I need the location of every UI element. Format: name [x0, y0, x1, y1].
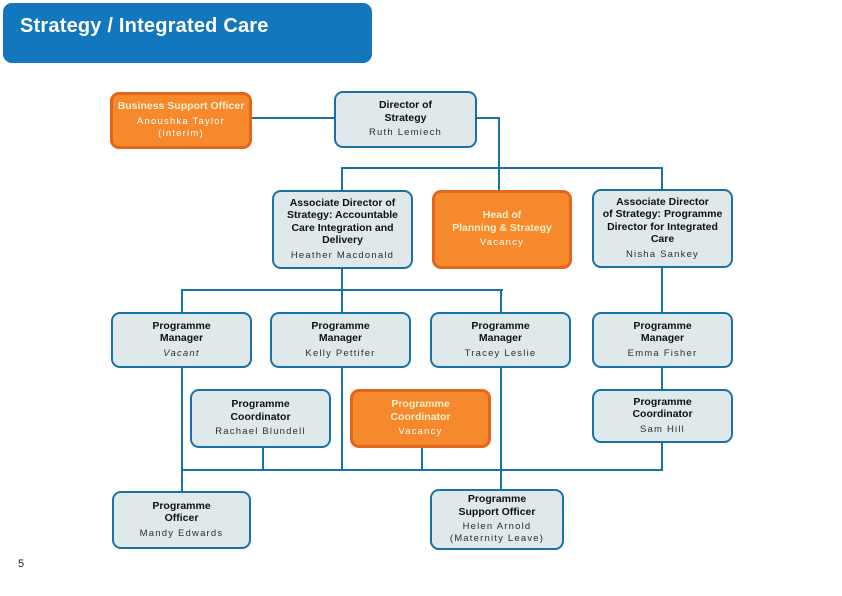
- org-node-programme-officer: Programme Officer Mandy Edwards: [112, 491, 251, 549]
- org-node-programme-coordinator-blundell: Programme Coordinator Rachael Blundell: [190, 389, 331, 448]
- node-person: Nisha Sankey: [625, 248, 699, 260]
- connector-line: [341, 289, 343, 314]
- page-number: 5: [18, 558, 25, 570]
- node-title: Director of Strategy: [378, 99, 433, 124]
- connector-line: [341, 267, 343, 291]
- node-title: Programme Manager: [152, 319, 211, 345]
- node-title: Associate Director of Strategy: Accounta…: [286, 197, 399, 247]
- org-node-programme-manager-vacant: Programme Manager Vacant: [111, 312, 252, 368]
- node-person: Vacant: [163, 347, 200, 359]
- node-title: Programme Manager: [633, 319, 692, 345]
- node-person: Emma Fisher: [627, 347, 698, 359]
- org-node-director-of-strategy: Director of Strategy Ruth Lemiech: [334, 91, 477, 148]
- org-node-programme-manager-leslie: Programme Manager Tracey Leslie: [430, 312, 571, 368]
- node-person: Tracey Leslie: [464, 347, 537, 359]
- connector-line: [181, 469, 663, 471]
- connector-line: [181, 366, 183, 492]
- node-person: Vacancy: [398, 426, 443, 438]
- node-title: Business Support Officer: [117, 100, 245, 113]
- node-title: Programme Manager: [471, 319, 530, 345]
- page-title: Strategy / Integrated Care: [3, 3, 372, 63]
- connector-line: [498, 167, 500, 192]
- org-node-programme-coordinator-hill: Programme Coordinator Sam Hill: [592, 389, 733, 443]
- node-person: Heather Macdonald: [290, 249, 395, 261]
- node-person: Rachael Blundell: [215, 426, 306, 438]
- node-title: Programme Manager: [311, 319, 370, 345]
- org-node-programme-coordinator-vacancy: Programme Coordinator Vacancy: [350, 389, 491, 448]
- node-person: Mandy Edwards: [139, 527, 224, 539]
- connector-line: [181, 289, 183, 314]
- connector-line: [500, 366, 502, 491]
- org-node-ad-accountable-care: Associate Director of Strategy: Accounta…: [272, 190, 413, 269]
- node-title: Programme Coordinator: [230, 398, 291, 423]
- connector-line: [498, 117, 500, 169]
- node-title: Head of Planning & Strategy: [452, 209, 552, 234]
- node-title: Programme Coordinator: [390, 398, 451, 423]
- node-title: Programme Support Officer: [458, 493, 536, 518]
- connector-line: [341, 366, 343, 471]
- node-title: Programme Officer: [152, 499, 211, 525]
- connector-line: [341, 167, 343, 192]
- connector-line: [661, 167, 663, 192]
- connector-line: [661, 366, 663, 390]
- node-person: Ruth Lemiech: [368, 127, 442, 139]
- org-node-ad-programme-director: Associate Director of Strategy: Programm…: [592, 189, 733, 268]
- node-person: Anoushka Taylor (interim): [136, 115, 226, 140]
- org-node-programme-manager-pettifer: Programme Manager Kelly Pettifer: [270, 312, 411, 368]
- connector-line: [341, 167, 663, 169]
- org-node-business-support-officer: Business Support Officer Anoushka Taylor…: [110, 92, 252, 149]
- connector-line: [421, 446, 423, 471]
- node-title: Programme Coordinator: [632, 395, 693, 421]
- org-node-programme-manager-fisher: Programme Manager Emma Fisher: [592, 312, 733, 368]
- org-node-programme-support-officer: Programme Support Officer Helen Arnold (…: [430, 489, 564, 550]
- node-person: Helen Arnold (Maternity Leave): [449, 521, 545, 545]
- node-person: Vacancy: [479, 237, 525, 249]
- connector-line: [661, 441, 663, 471]
- node-person: Sam Hill: [640, 423, 685, 435]
- node-title: Associate Director of Strategy: Programm…: [602, 196, 723, 246]
- node-person: Kelly Pettifer: [305, 347, 376, 359]
- org-node-head-of-planning: Head of Planning & Strategy Vacancy: [432, 190, 572, 269]
- connector-line: [661, 266, 663, 314]
- connector-line: [500, 289, 502, 314]
- connector-line: [262, 446, 264, 471]
